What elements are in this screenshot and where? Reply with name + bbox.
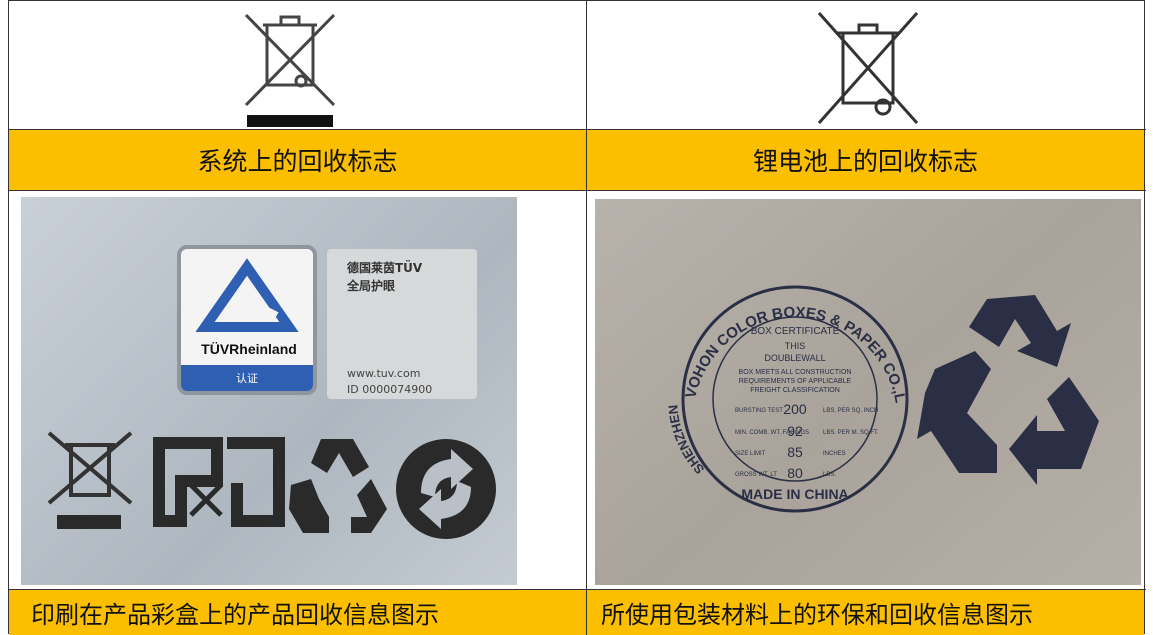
cert-row-unit: LBS. PER SQ. INCH bbox=[823, 408, 878, 414]
recycling-table: 系统上的回收标志 锂电池上的回收标志 TÜVRheinland 认证 德国莱茵T… bbox=[8, 0, 1146, 635]
system-recycle-caption: 系统上的回收标志 bbox=[9, 130, 586, 190]
china-recycle-mark-icon bbox=[153, 437, 285, 527]
label-url: www.tuv.com bbox=[347, 367, 421, 380]
cert-this: THIS bbox=[785, 341, 806, 351]
mobius-recycle-icon bbox=[289, 439, 387, 533]
system-recycle-icon-cell bbox=[9, 1, 586, 129]
stamp-left-text: SHENZHEN bbox=[665, 404, 707, 477]
tuv-brand: TÜVRheinland bbox=[201, 341, 297, 357]
cert-line-3: FREIGHT CLASSIFICATION bbox=[750, 387, 840, 394]
battery-recycle-icon-cell bbox=[587, 1, 1144, 129]
caption-text: 锂电池上的回收标志 bbox=[752, 147, 978, 176]
cert-row-value: 200 bbox=[783, 401, 807, 417]
battery-recycle-caption: 锂电池上的回收标志 bbox=[587, 130, 1144, 190]
stamp-made-in: MADE IN CHINA bbox=[741, 486, 848, 502]
caption-text: 系统上的回收标志 bbox=[197, 147, 398, 176]
crossed-bin-with-bar-icon bbox=[244, 13, 336, 127]
cert-row-label: MIN. COMB. WT. FACINGS bbox=[735, 430, 809, 436]
tuv-logo: TÜVRheinland 认证 bbox=[177, 245, 317, 395]
cert-row-label: SIZE LIMIT bbox=[735, 451, 766, 457]
cert-rows: BURSTING TEST 200 LBS. PER SQ. INCH MIN.… bbox=[735, 401, 879, 481]
product-box-photo-cell: TÜVRheinland 认证 德国莱茵TÜV 全局护眼 www.tuv.com… bbox=[9, 191, 586, 589]
caption-text: 所使用包装材料上的环保和回收信息图示 bbox=[601, 601, 1033, 629]
tuv-cert: 认证 bbox=[181, 365, 313, 391]
cert-row-unit: INCHES bbox=[823, 451, 846, 457]
box-certificate-stamp: VOHON COLOR BOXES & PAPER CO.,LTD. SHENZ… bbox=[595, 199, 1099, 513]
cert-line-1: BOX MEETS ALL CONSTRUCTION bbox=[739, 369, 852, 376]
stamp-city: SHENZHEN bbox=[665, 404, 707, 477]
tuv-info-label: 德国莱茵TÜV 全局护眼 www.tuv.com ID 0000074900 bbox=[327, 249, 477, 399]
cert-row-value: 85 bbox=[787, 444, 803, 460]
bin-bar bbox=[57, 515, 121, 529]
cert-type: DOUBLEWALL bbox=[764, 353, 825, 363]
recycle-arrows-icon bbox=[917, 295, 1099, 485]
label-title-2: 全局护眼 bbox=[347, 279, 396, 293]
cert-row-value: 92 bbox=[787, 423, 803, 439]
product-box-caption: 印刷在产品彩盒上的产品回收信息图示 bbox=[9, 590, 586, 635]
cert-row-unit: LBS. PER M. SQ.FT. bbox=[823, 430, 879, 436]
cert-line-2: REQUIREMENTS OF APPLICABLE bbox=[739, 378, 852, 385]
packaging-photo: VOHON COLOR BOXES & PAPER CO.,LTD. SHENZ… bbox=[595, 199, 1141, 585]
crossed-bin-icon bbox=[47, 431, 133, 505]
label-title-1: 德国莱茵TÜV bbox=[347, 261, 423, 275]
packaging-caption: 所使用包装材料上的环保和回收信息图示 bbox=[587, 590, 1144, 635]
cert-row-label: GROSS WT. LT bbox=[735, 472, 777, 478]
cert-heading: BOX CERTIFICATE bbox=[751, 326, 840, 337]
packaging-photo-cell: VOHON COLOR BOXES & PAPER CO.,LTD. SHENZ… bbox=[587, 191, 1144, 589]
green-dot-icon bbox=[396, 439, 496, 539]
cert-row-unit: LBS. bbox=[823, 472, 836, 478]
label-id: ID 0000074900 bbox=[347, 383, 433, 396]
printed-recycle-icons bbox=[47, 431, 496, 539]
triangle-logo-icon bbox=[195, 258, 299, 332]
product-box-photo: TÜVRheinland 认证 德国莱茵TÜV 全局护眼 www.tuv.com… bbox=[21, 197, 517, 585]
caption-text: 印刷在产品彩盒上的产品回收信息图示 bbox=[31, 601, 439, 629]
crossed-bin-icon bbox=[817, 12, 919, 124]
cert-row-value: 80 bbox=[787, 465, 803, 481]
cert-row-label: BURSTING TEST bbox=[735, 408, 783, 414]
